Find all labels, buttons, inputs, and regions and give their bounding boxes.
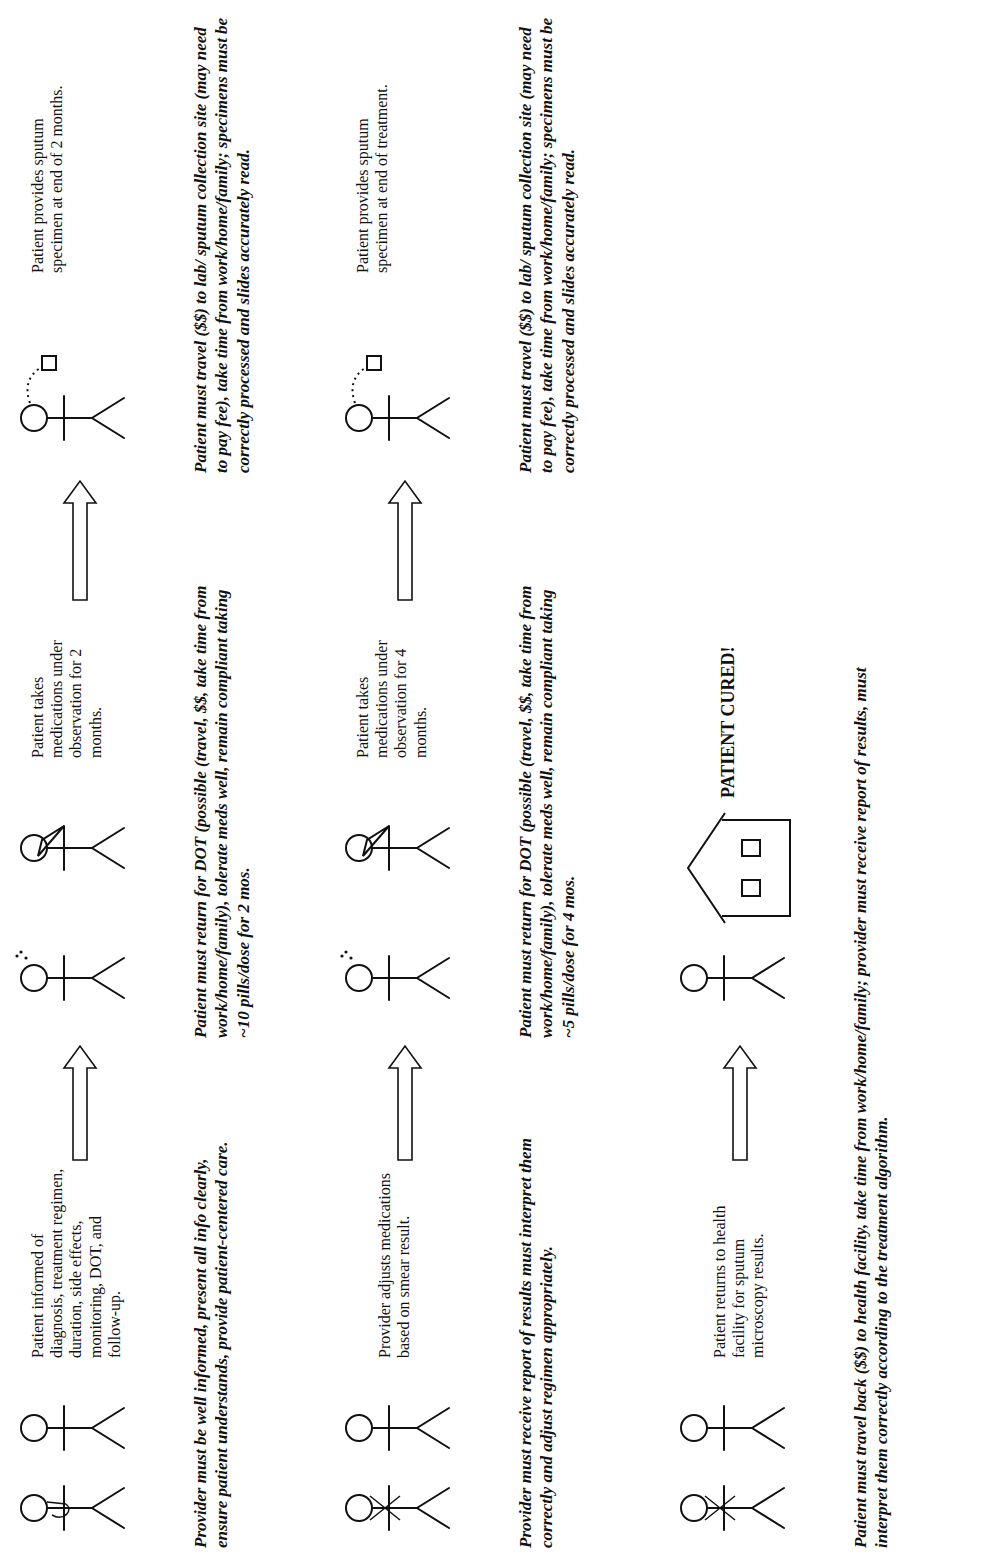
provider-patient-figures xyxy=(21,1406,124,1530)
step-text: Provider adjusts medications based on sm… xyxy=(375,1168,413,1358)
provider-patient-figures xyxy=(681,1406,784,1530)
step-box: Patient returns to health facility for s… xyxy=(680,1168,820,1548)
note-text: Patient must travel ($$) to lab/ sputum … xyxy=(515,13,579,473)
note-text: Patient must travel back ($$) to health … xyxy=(850,648,893,1548)
flow-arrow xyxy=(64,481,96,600)
note-text: Patient must travel ($$) to lab/ sputum … xyxy=(190,13,254,473)
note-text: Provider must receive report of results … xyxy=(515,1128,558,1548)
note-text: Provider must be well informed, present … xyxy=(190,1128,233,1548)
step-box: Patient takes medications under observat… xyxy=(20,608,138,1038)
sputum-figure xyxy=(21,356,124,440)
step-text: Patient takes medications under observat… xyxy=(353,608,430,758)
step-box: Patient provides sputum specimen at end … xyxy=(20,83,138,473)
step-text: Patient returns to health facility for s… xyxy=(710,1168,768,1358)
patient-and-house xyxy=(681,813,790,1000)
step-box: Patient informed of diagnosis, treatment… xyxy=(20,1168,138,1548)
flow-arrow xyxy=(64,1046,96,1160)
note-text: Patient must return for DOT (possible (t… xyxy=(515,568,579,1038)
flow-arrow xyxy=(724,1046,756,1160)
note-text: Patient must return for DOT (possible (t… xyxy=(190,568,254,1038)
step-box: PATIENT CURED! xyxy=(680,598,828,1038)
step-text: Patient informed of diagnosis, treatment… xyxy=(28,1168,124,1358)
step-text: Patient takes medications under observat… xyxy=(28,608,105,758)
provider-patient-figures xyxy=(346,1406,449,1530)
coughing-and-dosing-figures xyxy=(15,826,124,1000)
step-text: Patient provides sputum specimen at end … xyxy=(28,83,66,273)
step-text: Patient provides sputum specimen at end … xyxy=(353,83,391,273)
flow-arrow xyxy=(389,1046,421,1160)
step-box: Provider adjusts medications based on sm… xyxy=(345,1168,485,1548)
step-box: Patient provides sputum specimen at end … xyxy=(345,83,463,473)
flow-arrow xyxy=(389,481,421,600)
step-text: PATIENT CURED! xyxy=(718,598,740,798)
sputum-figure xyxy=(346,356,449,440)
step-box: Patient takes medications under observat… xyxy=(345,608,463,1038)
coughing-and-dosing-figures xyxy=(340,826,449,1000)
